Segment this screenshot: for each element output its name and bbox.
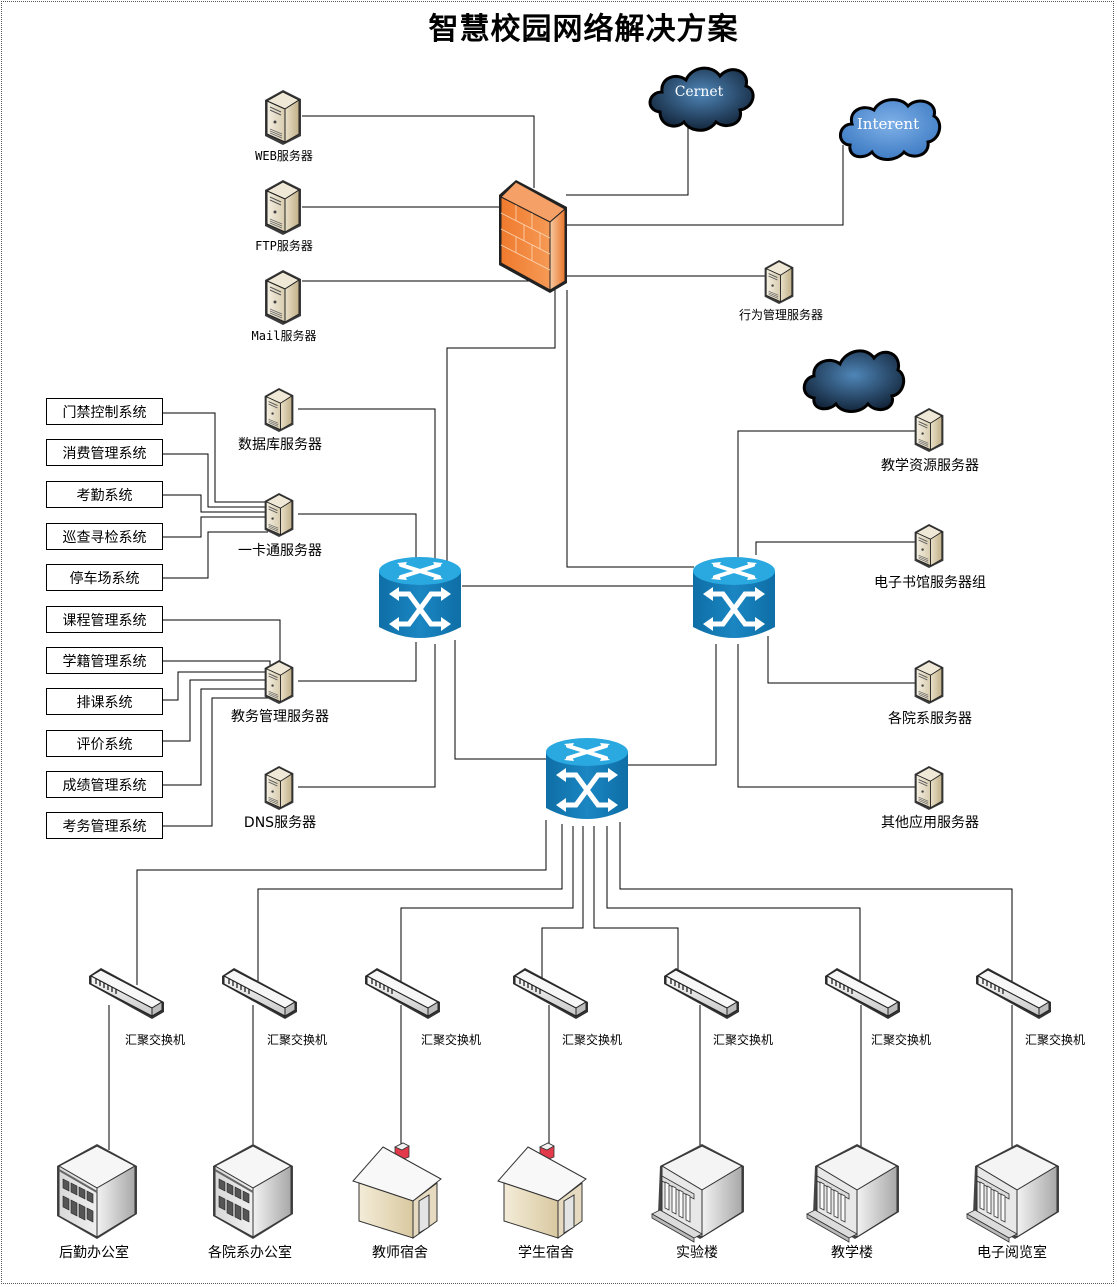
- aggregation-switch-icon: [88, 967, 165, 1020]
- dns-server-label: DNS服务器: [243, 815, 317, 831]
- evaluation-system-box: 评价系统: [46, 730, 163, 757]
- internet-label: Interent: [856, 115, 920, 133]
- building-label: 教学楼: [831, 1245, 873, 1261]
- building-label: 后勤办公室: [59, 1245, 129, 1261]
- ftp-server-icon: [264, 179, 302, 236]
- e-reading-room-building-icon: [966, 1143, 1060, 1243]
- ftp-server-label: FTP服务器: [255, 239, 313, 253]
- teacher-dorm-house-icon: [352, 1142, 442, 1239]
- aggregation-switch-icon: [512, 967, 589, 1020]
- firewall-icon: [499, 180, 567, 293]
- teaching-building-icon: [806, 1143, 900, 1243]
- cernet-label: Cernet: [674, 84, 724, 100]
- scheduling-system-box: 排课系统: [46, 688, 163, 715]
- aggregation-switch-icon: [975, 967, 1052, 1020]
- aggregation-switch-label: 汇聚交换机: [1024, 1033, 1086, 1047]
- web-server-label: WEB服务器: [255, 149, 313, 163]
- internet-cloud-icon: [839, 98, 942, 161]
- web-server-icon: [264, 89, 302, 146]
- e-library-server-icon: [914, 523, 944, 569]
- aggregation-switch-icon: [824, 967, 901, 1020]
- consumption-system-box: 消费管理系统: [46, 439, 163, 466]
- patrol-system-box: 巡查寻检系统: [46, 523, 163, 550]
- behavior-mgmt-server-icon: [764, 259, 794, 305]
- aggregation-switch-icon: [364, 967, 441, 1020]
- exam-mgmt-system-box: 考务管理系统: [46, 812, 163, 839]
- aggregation-switch-label: 汇聚交换机: [124, 1033, 186, 1047]
- teaching-resource-server-label: 教学资源服务器: [881, 458, 979, 474]
- access-control-system-box: 门禁控制系统: [46, 398, 163, 425]
- lab-building-icon: [651, 1143, 745, 1243]
- diagram-title: 智慧校园网络解决方案: [428, 12, 739, 47]
- parking-system-box: 停车场系统: [46, 564, 163, 591]
- e-library-server-label: 电子书馆服务器组: [874, 575, 986, 591]
- academic-server-icon: [264, 659, 294, 705]
- department-server-icon: [914, 659, 944, 705]
- building-label: 电子阅览室: [977, 1245, 1047, 1261]
- aggregation-switch-label: 汇聚交换机: [712, 1033, 774, 1047]
- attendance-system-box: 考勤系统: [46, 481, 163, 508]
- building-label: 实验楼: [676, 1245, 718, 1261]
- department-office-building-icon: [212, 1143, 294, 1240]
- logistics-office-building-icon: [56, 1143, 138, 1240]
- mail-server-label: Mail服务器: [251, 329, 317, 343]
- other-app-server-label: 其他应用服务器: [881, 815, 979, 831]
- connection-lines: [108, 115, 1013, 1150]
- aggregation-switch-label: 汇聚交换机: [266, 1033, 328, 1047]
- core-switch-left-icon: [379, 557, 461, 638]
- student-dorm-house-icon: [497, 1142, 587, 1239]
- academic-server-label: 教务管理服务器: [231, 709, 329, 725]
- aggregation-switch-icon: [221, 967, 298, 1020]
- building-label: 教师宿舍: [372, 1245, 428, 1261]
- cloud-icon: [802, 349, 906, 413]
- database-server-icon: [264, 387, 294, 433]
- course-mgmt-system-box: 课程管理系统: [46, 606, 163, 633]
- mail-server-icon: [264, 269, 302, 326]
- other-app-server-icon: [914, 765, 944, 811]
- department-server-label: 各院系服务器: [888, 711, 972, 727]
- card-server-icon: [264, 492, 294, 538]
- core-switch-right-icon: [693, 557, 775, 638]
- teaching-resource-server-icon: [914, 407, 944, 453]
- dns-server-icon: [264, 765, 294, 811]
- building-label: 各院系办公室: [208, 1245, 292, 1261]
- database-server-label: 数据库服务器: [238, 437, 322, 453]
- aggregation-switch-icon: [663, 967, 740, 1020]
- aggregation-switch-label: 汇聚交换机: [870, 1033, 932, 1047]
- behavior-mgmt-server-label: 行为管理服务器: [738, 308, 824, 322]
- student-status-system-box: 学籍管理系统: [46, 647, 163, 674]
- aggregation-switch-label: 汇聚交换机: [561, 1033, 623, 1047]
- building-label: 学生宿舍: [518, 1245, 574, 1261]
- aggregation-switch-label: 汇聚交换机: [420, 1033, 482, 1047]
- cernet-cloud-icon: [648, 66, 755, 132]
- card-server-label: 一卡通服务器: [238, 543, 322, 559]
- core-switch-bottom-icon: [546, 738, 628, 819]
- grades-system-box: 成绩管理系统: [46, 771, 163, 798]
